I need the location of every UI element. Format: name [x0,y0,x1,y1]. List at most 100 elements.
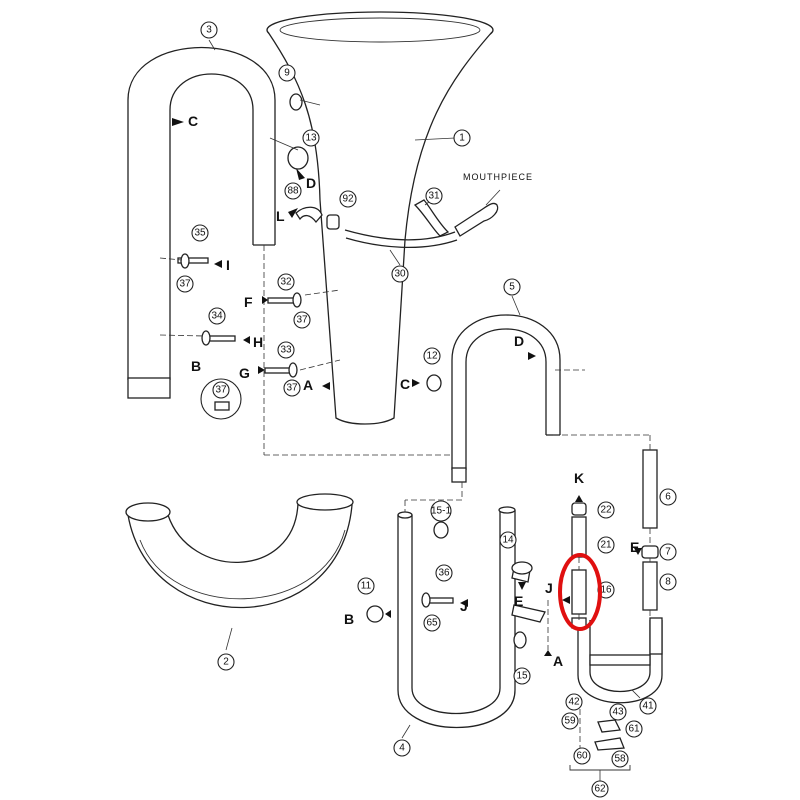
svg-text:41: 41 [642,701,654,712]
svg-text:58: 58 [614,754,626,765]
tube-part-4 [397,506,516,728]
svg-text:16: 16 [600,585,612,596]
leadpipe-part-30 [295,199,499,249]
svg-text:21: 21 [600,540,612,551]
callout-92: 92 [339,190,357,208]
mouthpiece [454,202,499,237]
callout-37-d: 37 [200,378,242,420]
bell-part-1 [266,11,494,425]
callout-37-c: 37 [283,379,301,397]
svg-text:60: 60 [576,751,588,762]
svg-text:5: 5 [509,282,515,293]
svg-text:30: 30 [394,269,406,280]
letter-i: I [226,257,230,273]
letter-k: K [574,470,584,486]
svg-text:6: 6 [665,492,671,503]
svg-text:37: 37 [179,279,191,290]
tube-part-16 [571,569,587,615]
callout-4: 4 [393,739,411,757]
callout-6: 6 [659,488,677,506]
svg-text:35: 35 [194,228,206,239]
svg-text:1: 1 [459,133,465,144]
svg-text:61: 61 [628,724,640,735]
svg-text:4: 4 [399,743,405,754]
letter-b-upper: B [191,358,201,374]
letter-b-lower: B [344,611,354,627]
tube-part-21 [571,516,587,558]
callout-58: 58 [611,750,629,768]
callout-11: 11 [357,577,375,595]
leader-lines [159,39,651,782]
callout-36: 36 [435,564,453,582]
callout-12: 12 [423,347,441,365]
letter-a-lower: A [553,653,563,669]
callout-22: 22 [597,501,615,519]
svg-text:15: 15 [516,671,528,682]
callout-3: 3 [200,21,218,39]
svg-text:22: 22 [600,505,612,516]
letter-j-right: J [545,580,553,596]
callout-43: 43 [609,703,627,721]
svg-text:2: 2 [223,657,229,668]
callout-9: 9 [278,64,296,82]
svg-text:13: 13 [305,133,317,144]
callout-15: 15 [513,667,531,685]
svg-text:37: 37 [296,315,308,326]
svg-text:8: 8 [665,577,671,588]
callout-42: 42 [565,693,583,711]
callout-14: 14 [499,531,517,549]
letter-h: H [253,334,263,350]
callout-34: 34 [208,307,226,325]
letter-d-upper: D [306,175,316,191]
callout-31: 31 [425,187,443,205]
callout-60: 60 [573,747,591,765]
svg-text:15-1: 15-1 [431,506,451,517]
valve-tubes [571,449,659,629]
svg-text:31: 31 [428,191,440,202]
svg-text:88: 88 [287,186,299,197]
callout-8: 8 [659,573,677,591]
callout-15-1: 15-1 [430,500,452,522]
svg-text:37: 37 [215,385,227,396]
svg-text:62: 62 [594,784,606,795]
callout-37-a: 37 [176,275,194,293]
callout-62: 62 [591,780,609,798]
hardware [177,93,625,751]
letter-j-center: J [460,598,468,614]
tube-part-5 [451,314,561,483]
mouthpiece-label: MOUTHPIECE [463,172,533,182]
svg-text:32: 32 [280,277,292,288]
tube-part-6 [642,449,658,529]
svg-text:14: 14 [502,535,514,546]
svg-text:65: 65 [426,618,438,629]
highlight-ring [558,553,602,631]
letter-c-lower: C [400,376,410,392]
callout-37-b: 37 [293,311,311,329]
callout-5: 5 [503,278,521,296]
letter-d-lower: D [514,333,524,349]
letter-l: L [276,208,285,224]
callout-7: 7 [659,543,677,561]
arrows [172,118,642,656]
tube-part-8 [642,561,658,611]
svg-text:37: 37 [286,383,298,394]
svg-text:11: 11 [361,581,372,592]
callout-2: 2 [217,653,235,671]
callout-21: 21 [597,536,615,554]
letter-a-upper: A [303,377,313,393]
svg-text:59: 59 [564,716,576,727]
svg-text:43: 43 [612,707,624,718]
svg-text:34: 34 [211,311,223,322]
ring-part-7 [641,545,659,559]
callout-30: 30 [391,265,409,283]
svg-text:36: 36 [438,568,450,579]
tube-part-3 [127,47,276,399]
callout-41: 41 [639,697,657,715]
svg-text:33: 33 [280,345,292,356]
bow-part-2 [125,493,354,609]
letter-f: F [244,294,253,310]
callout-88: 88 [284,182,302,200]
svg-text:3: 3 [206,25,212,36]
svg-text:42: 42 [568,697,580,708]
